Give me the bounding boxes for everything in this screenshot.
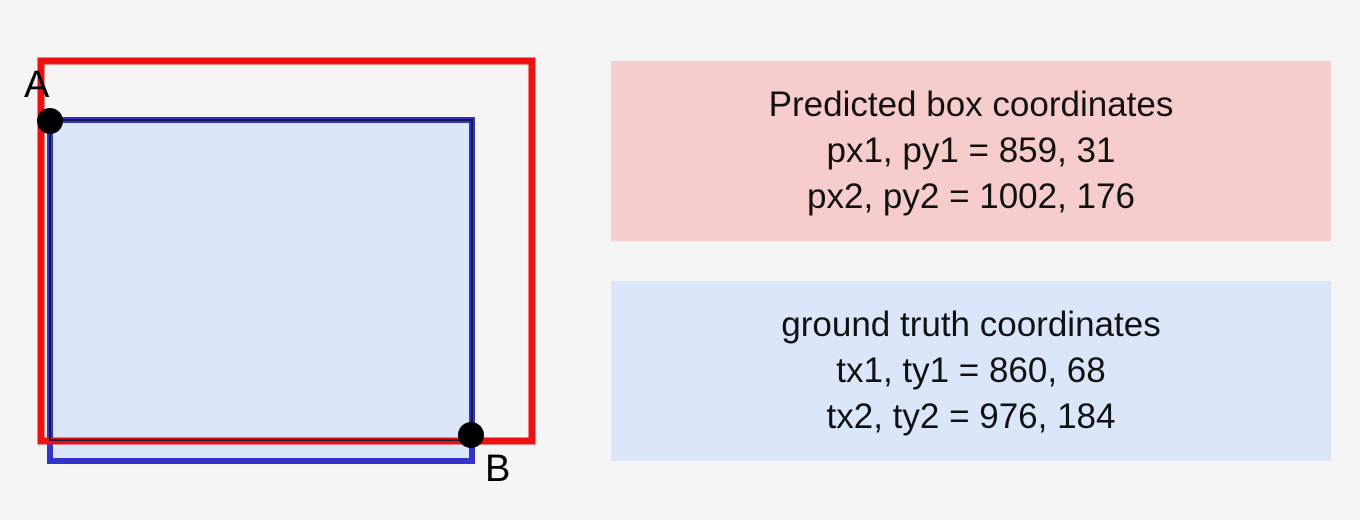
ground-truth-box xyxy=(47,117,475,464)
diagram-svg xyxy=(37,57,536,464)
point-b xyxy=(458,422,484,448)
truth-point-1: tx1, ty1 = 860, 68 xyxy=(836,351,1106,390)
point-a xyxy=(37,108,63,134)
predicted-point-1: px1, py1 = 859, 31 xyxy=(826,131,1116,170)
point-b-label: B xyxy=(485,448,511,490)
ground-truth-coordinates-panel: ground truth coordinates tx1, ty1 = 860,… xyxy=(611,281,1331,461)
predicted-title: Predicted box coordinates xyxy=(768,85,1174,124)
predicted-point-2: px2, py2 = 1002, 176 xyxy=(807,177,1135,216)
ground-truth-inner-outline xyxy=(49,119,473,441)
predicted-coordinates-panel: Predicted box coordinates px1, py1 = 859… xyxy=(611,61,1331,241)
truth-point-2: tx2, ty2 = 976, 184 xyxy=(826,397,1116,436)
point-a-label: A xyxy=(24,64,50,106)
truth-title: ground truth coordinates xyxy=(781,305,1161,344)
bounding-box-diagram: A B xyxy=(0,0,560,520)
